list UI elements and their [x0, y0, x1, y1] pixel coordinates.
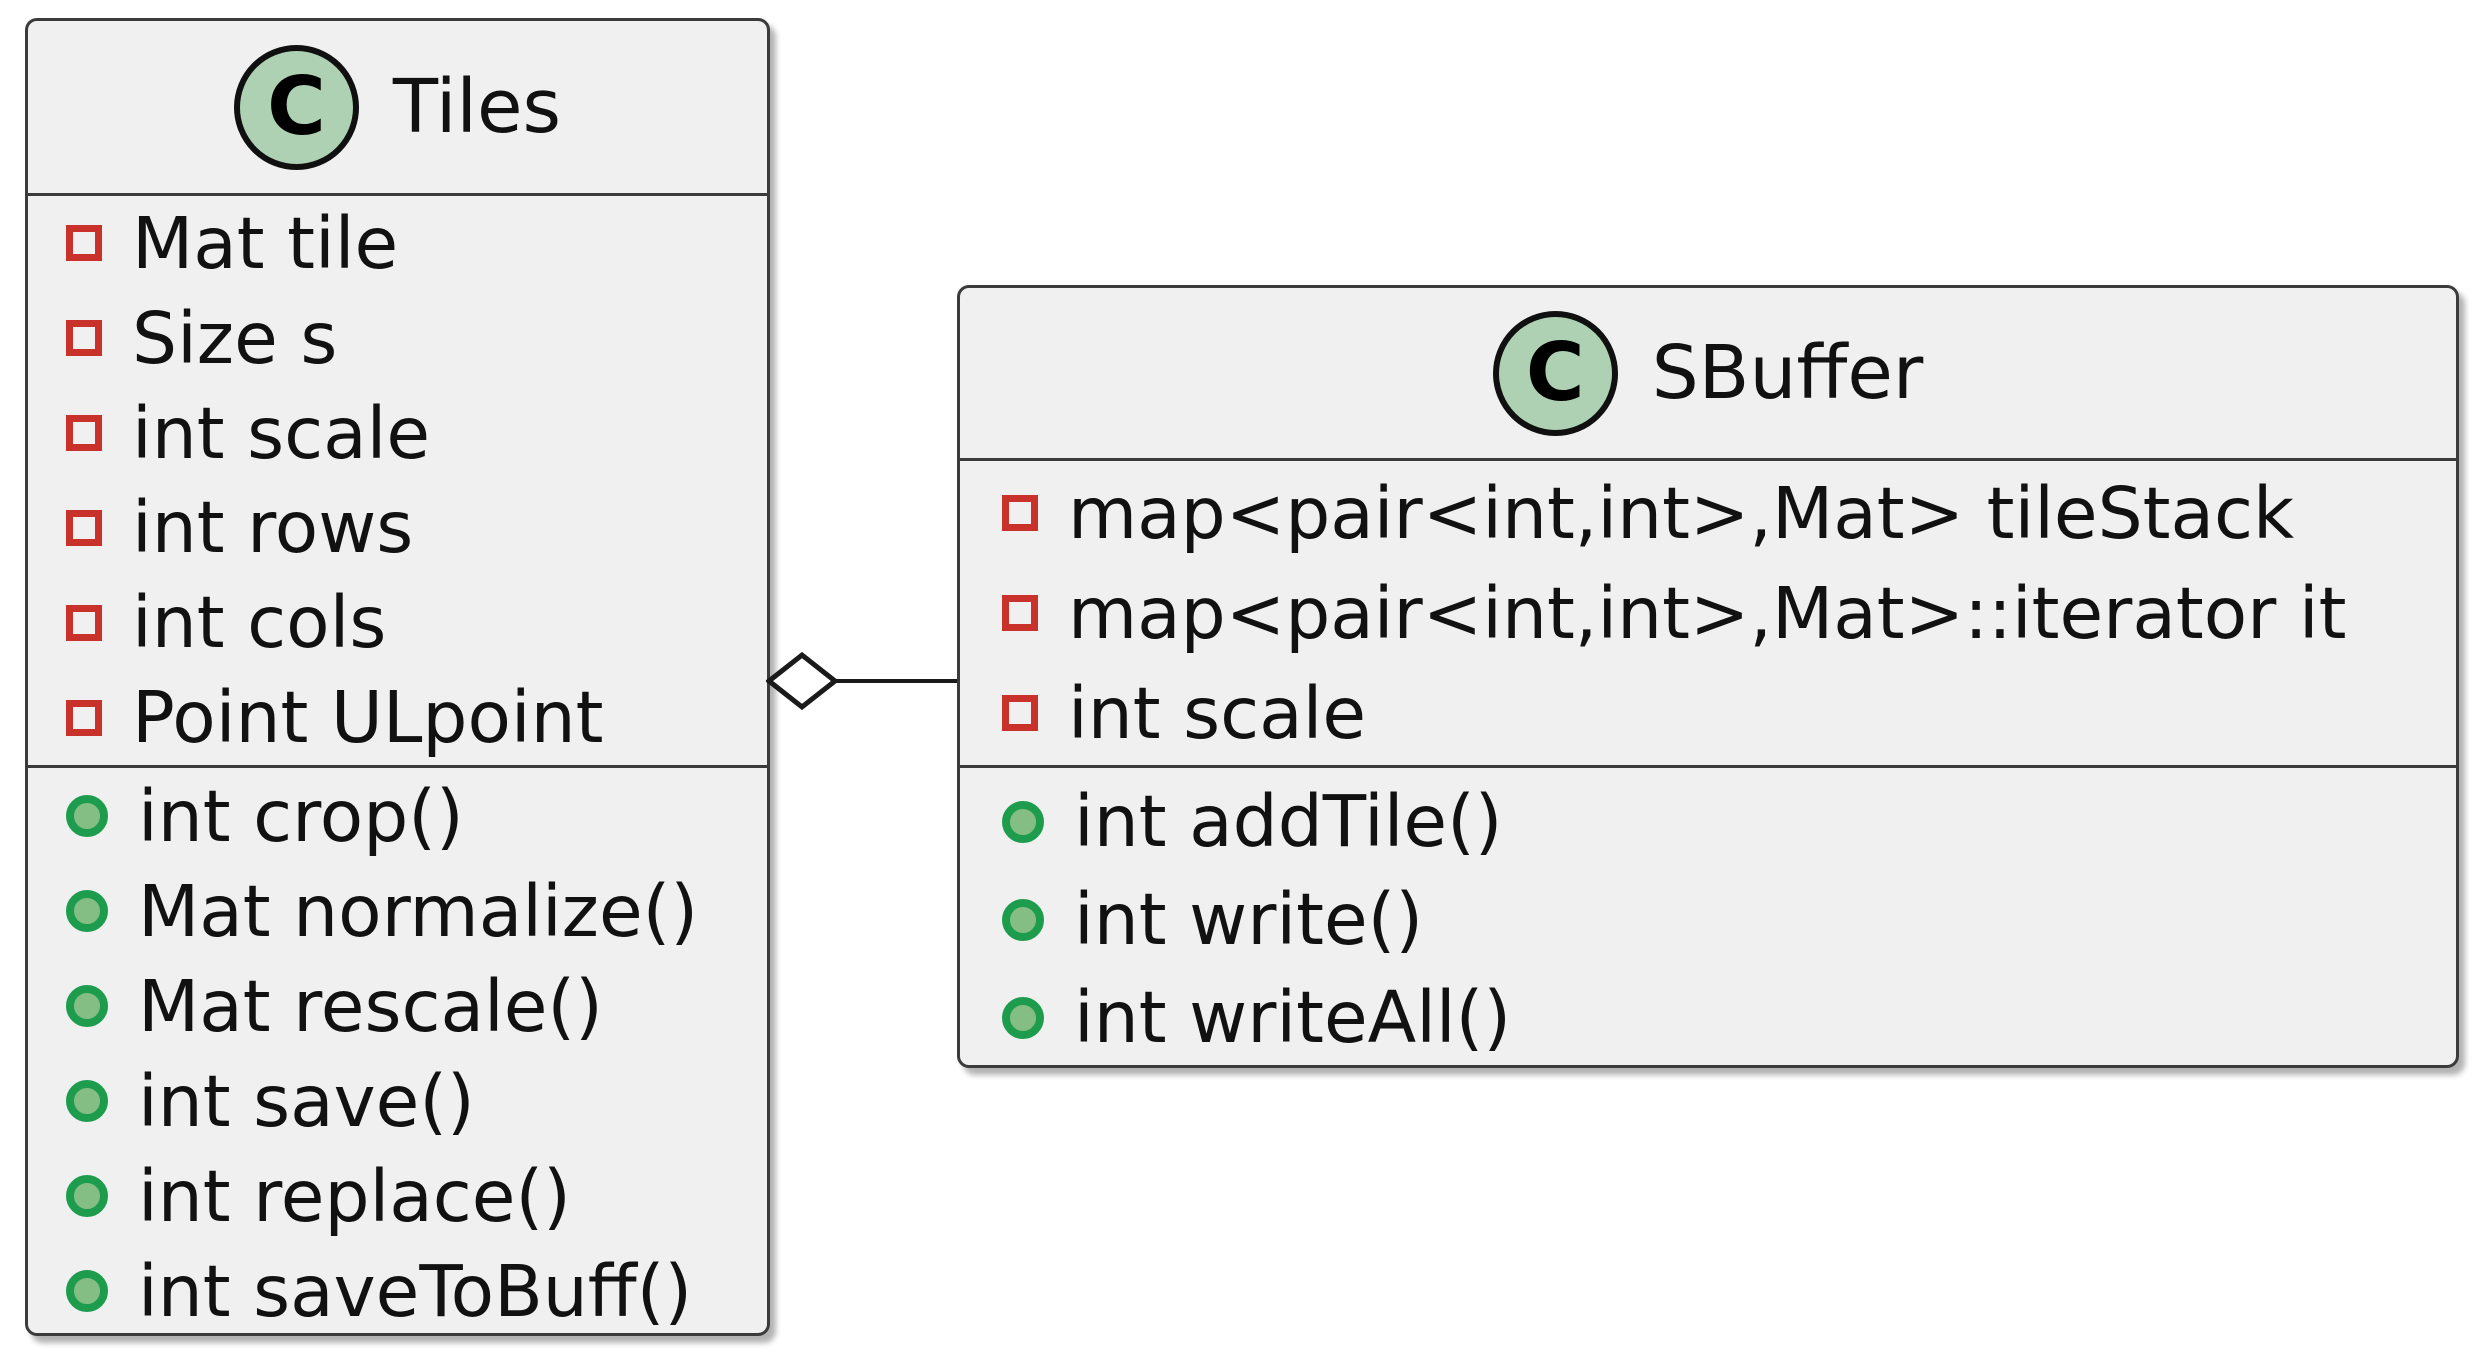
- field-label: Size s: [132, 296, 338, 380]
- class-circle-icon: C: [233, 44, 359, 170]
- method-label: Mat normalize(): [138, 869, 699, 953]
- private-field-icon: [1002, 495, 1038, 531]
- field-row: int scale: [960, 663, 2456, 763]
- private-field-icon: [66, 604, 102, 641]
- method-row: Mat rescale(): [28, 959, 767, 1054]
- class-circle-icon: C: [1492, 310, 1618, 436]
- public-method-icon: [1002, 898, 1044, 941]
- method-row: int crop(): [28, 769, 767, 864]
- class-name-sbuffer: SBuffer: [1651, 330, 1924, 416]
- field-row: int cols: [28, 575, 767, 670]
- class-box-tiles: C Tiles Mat tile Size s int scale int ro…: [25, 18, 770, 1336]
- public-method-icon: [66, 1080, 108, 1122]
- field-label: int scale: [1068, 671, 1367, 755]
- private-field-icon: [1002, 695, 1038, 731]
- method-label: int save(): [138, 1059, 475, 1143]
- fields-section-tiles: Mat tile Size s int scale int rows int c…: [28, 196, 767, 768]
- class-header-tiles: C Tiles: [28, 21, 767, 196]
- private-field-icon: [66, 320, 102, 357]
- private-field-icon: [66, 225, 102, 262]
- methods-section-sbuffer: int addTile() int write() int writeAll(): [960, 768, 2456, 1071]
- class-name-tiles: Tiles: [392, 64, 562, 150]
- method-row: int addTile(): [960, 773, 2456, 871]
- method-label: Mat rescale(): [138, 964, 603, 1048]
- field-row: Size s: [28, 291, 767, 386]
- method-label: int saveToBuff(): [138, 1249, 693, 1333]
- field-row: map<pair<int,int>,Mat>::iterator it: [960, 563, 2456, 663]
- method-row: int save(): [28, 1054, 767, 1149]
- field-row: Point ULpoint: [28, 670, 767, 765]
- class-header-sbuffer: C SBuffer: [960, 288, 2456, 461]
- method-row: int writeAll(): [960, 969, 2456, 1067]
- method-label: int crop(): [138, 774, 464, 858]
- method-label: int addTile(): [1074, 780, 1503, 863]
- private-field-icon: [66, 415, 102, 452]
- field-row: map<pair<int,int>,Mat> tileStack: [960, 463, 2456, 563]
- method-label: int write(): [1074, 878, 1424, 961]
- private-field-icon: [66, 509, 102, 546]
- private-field-icon: [1002, 595, 1038, 631]
- method-label: int writeAll(): [1074, 976, 1512, 1059]
- field-label: map<pair<int,int>,Mat>::iterator it: [1068, 571, 2347, 655]
- method-label: int replace(): [138, 1154, 571, 1238]
- field-label: Point ULpoint: [132, 676, 604, 760]
- aggregation-diamond-icon: [766, 651, 840, 711]
- public-method-icon: [66, 795, 108, 837]
- public-method-icon: [1002, 996, 1044, 1039]
- public-method-icon: [66, 1270, 108, 1312]
- method-row: int replace(): [28, 1149, 767, 1244]
- public-method-icon: [66, 1175, 108, 1217]
- field-label: int scale: [132, 391, 431, 475]
- field-label: map<pair<int,int>,Mat> tileStack: [1068, 471, 2295, 555]
- private-field-icon: [66, 699, 102, 736]
- method-row: Mat normalize(): [28, 864, 767, 959]
- public-method-icon: [66, 985, 108, 1027]
- aggregation-connector: [766, 651, 960, 711]
- class-box-sbuffer: C SBuffer map<pair<int,int>,Mat> tileSta…: [957, 285, 2459, 1068]
- field-row: int scale: [28, 386, 767, 481]
- field-label: int cols: [132, 581, 387, 665]
- field-label: int rows: [132, 486, 414, 570]
- field-row: Mat tile: [28, 196, 767, 291]
- fields-section-sbuffer: map<pair<int,int>,Mat> tileStack map<pai…: [960, 461, 2456, 768]
- field-row: int rows: [28, 481, 767, 576]
- public-method-icon: [1002, 800, 1044, 843]
- public-method-icon: [66, 890, 108, 932]
- methods-section-tiles: int crop() Mat normalize() Mat rescale()…: [28, 768, 767, 1339]
- field-label: Mat tile: [132, 201, 399, 285]
- method-row: int write(): [960, 871, 2456, 969]
- method-row: int saveToBuff(): [28, 1244, 767, 1339]
